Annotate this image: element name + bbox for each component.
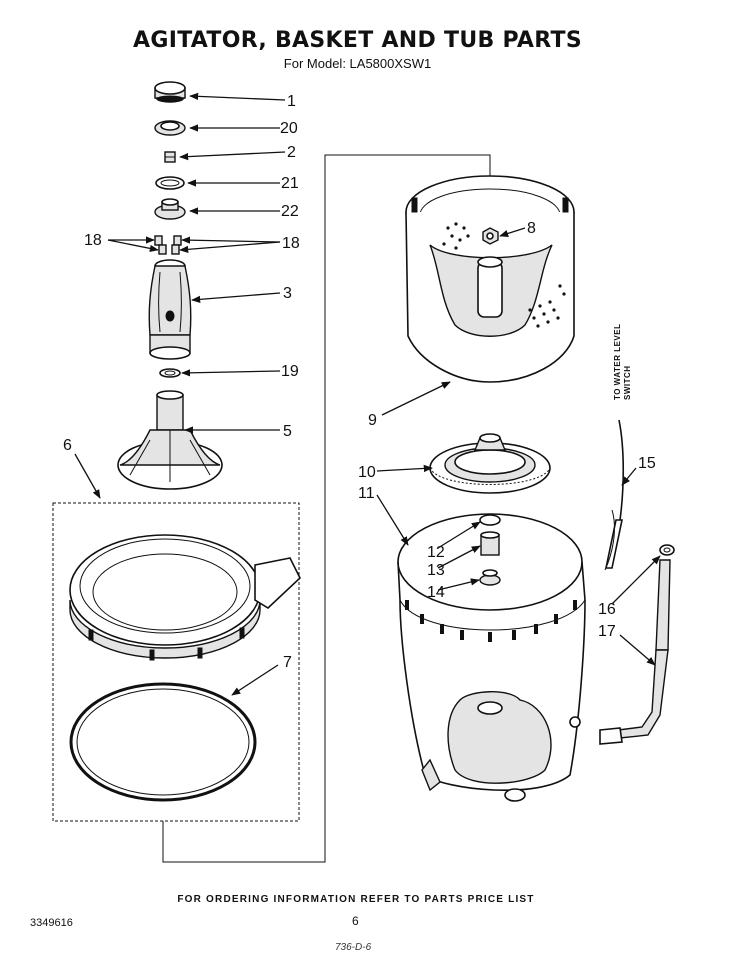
- callout-3: 3: [283, 285, 292, 302]
- part-21-seal-ring: [155, 176, 185, 190]
- svg-text:TO WATER LEVEL: TO WATER LEVEL: [613, 324, 622, 400]
- callout-8: 8: [527, 220, 536, 237]
- water-level-switch-label: TO WATER LEVEL SWITCH: [613, 324, 632, 400]
- callout-18-left: 18: [84, 232, 102, 249]
- part-19-ring: [159, 368, 181, 378]
- document-number: 3349616: [30, 917, 73, 929]
- callout-18-right: 18: [282, 235, 300, 252]
- part-22-drive-block: [154, 198, 186, 220]
- callout-5: 5: [283, 423, 292, 440]
- part-7-seal-band: [69, 682, 257, 802]
- callout-11: 11: [358, 485, 375, 502]
- callout-13: 13: [427, 562, 445, 579]
- part-6-tub-ring: [69, 534, 301, 661]
- callout-19: 19: [281, 363, 299, 380]
- part-1-agitator-cap: [154, 81, 186, 103]
- part-20-cap-retainer: [154, 120, 186, 136]
- part-2-bolt: [164, 151, 176, 163]
- ordering-note: FOR ORDERING INFORMATION REFER TO PARTS …: [177, 894, 535, 905]
- callout-9: 9: [368, 412, 377, 429]
- callout-22: 22: [281, 203, 299, 220]
- part-10-brake-ring: [429, 433, 551, 494]
- part-11-outer-tub: [397, 513, 586, 802]
- callout-21: 21: [281, 175, 299, 192]
- callout-7: 7: [283, 654, 292, 671]
- callout-15: 15: [638, 455, 656, 472]
- part-8-hub-nut: [482, 227, 499, 245]
- callout-2: 2: [287, 144, 296, 161]
- kit-bracket-box: [52, 502, 300, 822]
- callout-17: 17: [598, 623, 616, 640]
- svg-text:SWITCH: SWITCH: [623, 365, 632, 400]
- leader-lines: [74, 92, 661, 696]
- part-9-basket: [405, 175, 575, 383]
- part-13-coupling: [480, 531, 500, 556]
- page-number: 6: [352, 914, 359, 928]
- part-17-drain-hose: [599, 559, 671, 745]
- part-15-water-level-hose: [604, 419, 625, 571]
- part-3-agitator-barrel: [148, 259, 192, 360]
- callout-14: 14: [427, 584, 445, 601]
- callout-1: 1: [287, 93, 296, 110]
- callout-16: 16: [598, 601, 616, 618]
- page-title: AGITATOR, BASKET AND TUB PARTS: [133, 28, 582, 53]
- part-12-clip: [479, 514, 501, 526]
- part-14-seal: [479, 569, 501, 586]
- callout-12: 12: [427, 544, 445, 561]
- model-subtitle: For Model: LA5800XSW1: [283, 56, 432, 71]
- part-16-clamp: [659, 544, 675, 556]
- handwritten-mark: 736-D-6: [335, 942, 372, 953]
- part-18-dogs: [154, 235, 182, 255]
- callout-6: 6: [63, 437, 72, 454]
- callout-20: 20: [280, 120, 298, 137]
- callout-10: 10: [358, 464, 376, 481]
- assembly-connector-line: [162, 154, 491, 863]
- part-5-agitator-base: [117, 390, 223, 490]
